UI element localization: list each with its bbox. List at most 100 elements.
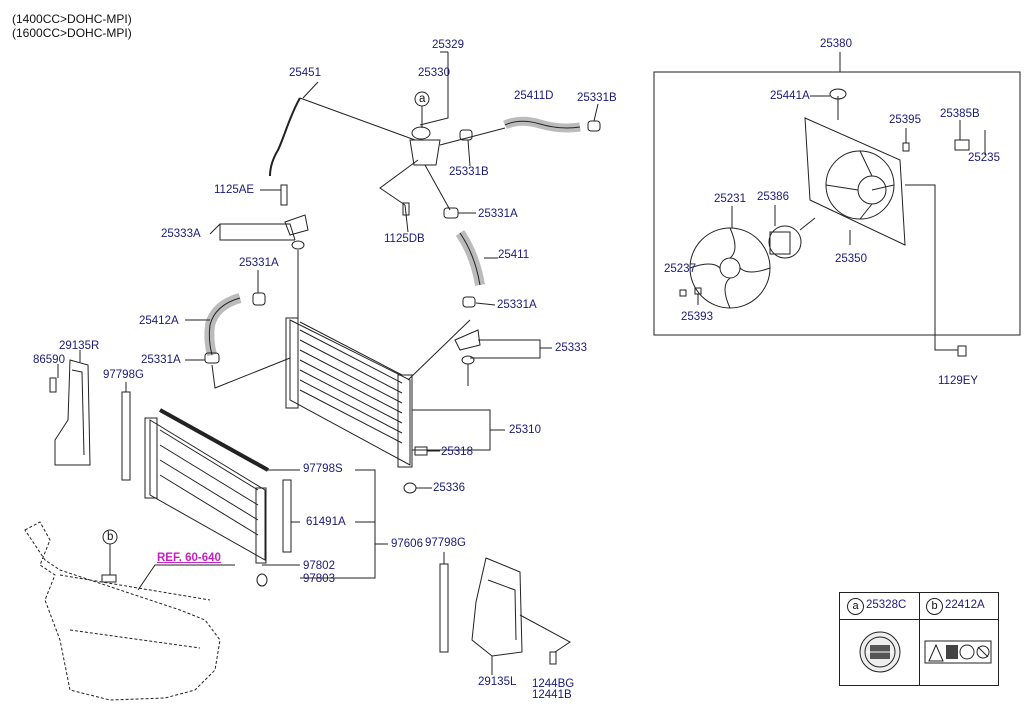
bolt-1125AE [280, 184, 288, 206]
part-label-25330[interactable]: 25330 [418, 67, 450, 79]
radiator [289, 319, 411, 466]
clamp-25333A-lower [291, 240, 305, 250]
part-label-25331A-4[interactable]: 25331A [141, 354, 181, 366]
part-label-25331A-3[interactable]: 25331A [497, 299, 537, 311]
air-guard-29135R [54, 359, 91, 466]
seal-97798G-left [121, 391, 131, 481]
bolt-86590 [49, 377, 57, 393]
condenser-left-tank [144, 417, 158, 499]
part-label-25331B-mid[interactable]: 25331B [449, 166, 489, 178]
seal-97798G-right [439, 563, 449, 653]
legend-a-circle: a [847, 598, 864, 615]
part-label-25350[interactable]: 25350 [835, 253, 867, 265]
part-label-25318[interactable]: 25318 [441, 446, 473, 458]
part-label-97798G-left[interactable]: 97798G [103, 369, 144, 381]
part-label-97802[interactable]: 97802 [303, 560, 335, 572]
clamp-25331A-4 [204, 352, 220, 364]
legend-a-code[interactable]: 25328C [866, 599, 907, 611]
part-label-25231[interactable]: 25231 [714, 193, 746, 205]
radiator-right-tank [397, 374, 413, 468]
clamp-25333-lower [461, 355, 475, 365]
label-plate [101, 574, 117, 583]
part-label-25237[interactable]: 25237 [664, 263, 696, 275]
part-label-29135L[interactable]: 29135L [478, 676, 517, 688]
cap-25441A [829, 88, 847, 100]
fan-blade [689, 227, 771, 309]
fan-assembly-box [653, 71, 1021, 336]
seal-61491A [282, 479, 292, 553]
part-label-25393[interactable]: 25393 [681, 311, 713, 323]
part-label-97803[interactable]: 97803 [303, 573, 335, 585]
air-guard-29135L [471, 557, 523, 657]
part-label-97798G-right[interactable]: 97798G [425, 537, 466, 549]
part-label-25333[interactable]: 25333 [555, 342, 587, 354]
condenser [149, 419, 266, 561]
part-label-1244BG[interactable]: 1244BG [532, 678, 575, 690]
condenser-right-tank [255, 487, 267, 564]
callout-b-letter: b [107, 531, 114, 543]
hose-25411 [455, 230, 485, 286]
legend-b-circle: b [926, 598, 943, 615]
hose-25412A [204, 293, 242, 357]
part-label-25329[interactable]: 25329 [432, 39, 464, 51]
part-label-25336[interactable]: 25336 [433, 482, 465, 494]
leader-25329 [419, 52, 449, 126]
part-label-1125AE[interactable]: 1125AE [214, 184, 255, 196]
drain-plug-25318 [414, 446, 428, 456]
part-label-25411[interactable]: 25411 [498, 249, 530, 261]
filler-cap-icon [859, 631, 901, 673]
clamp-25331A-1 [443, 207, 459, 219]
seal-97798S [159, 408, 269, 472]
reference-link-60-640[interactable]: REF. 60-640 [157, 552, 221, 564]
bracket-25333A [284, 214, 309, 236]
part-label-25310[interactable]: 25310 [509, 424, 541, 436]
filler-cap [411, 126, 431, 140]
fan-shroud-ring [825, 150, 895, 220]
engine-spec-line1: (1400CC>DOHC-MPI) [12, 12, 132, 26]
nut-25237 [679, 289, 687, 297]
front-carrier-outline [24, 521, 221, 701]
legend-cell-a[interactable]: a 25328C [840, 593, 920, 685]
bolt-1125DB [402, 202, 410, 216]
bracket-25333 [454, 329, 481, 351]
part-label-25331A-1[interactable]: 25331A [478, 208, 518, 220]
part-label-25451[interactable]: 25451 [289, 67, 321, 79]
part-label-25385B[interactable]: 25385B [940, 108, 980, 120]
clamp-25331A-2 [462, 296, 476, 308]
bolt-1129EY [957, 345, 967, 357]
part-label-1125DB[interactable]: 1125DB [384, 233, 425, 245]
part-label-29135R[interactable]: 29135R [59, 340, 100, 352]
part-label-25235[interactable]: 25235 [968, 152, 1000, 164]
part-label-86590[interactable]: 86590 [33, 354, 65, 366]
part-label-25386[interactable]: 25386 [757, 191, 789, 203]
part-label-1129EY[interactable]: 1129EY [938, 375, 979, 387]
part-label-25412A[interactable]: 25412A [139, 315, 179, 327]
part-label-97798S[interactable]: 97798S [303, 463, 343, 475]
part-label-25380[interactable]: 25380 [820, 38, 852, 50]
bushing-25336 [403, 482, 417, 494]
part-label-97606[interactable]: 97606 [391, 538, 423, 550]
clamp-25331B-top [587, 120, 601, 132]
part-label-12441B[interactable]: 12441B [532, 689, 572, 701]
part-label-25333A[interactable]: 25333A [161, 228, 201, 240]
part-label-25331A-2[interactable]: 25331A [239, 257, 279, 269]
part-label-25441A[interactable]: 25441A [770, 90, 810, 102]
legend-cell-b[interactable]: b 22412A [919, 593, 998, 685]
fan-motor-25386 [768, 225, 802, 259]
clamp-25331B-mid [459, 129, 473, 141]
bushing-97803 [256, 573, 268, 587]
resistor-25385B [954, 139, 970, 151]
part-label-25395[interactable]: 25395 [889, 114, 921, 126]
bolt-1244BG [549, 651, 557, 665]
engine-spec-line2: (1600CC>DOHC-MPI) [12, 26, 132, 40]
screw-25395 [902, 142, 910, 152]
callout-a-letter: a [419, 93, 426, 105]
part-label-61491A[interactable]: 61491A [306, 516, 346, 528]
legend-b-code[interactable]: 22412A [945, 599, 985, 611]
part-label-25331B-top[interactable]: 25331B [577, 92, 617, 104]
radiator-left-tank [285, 317, 299, 409]
part-label-25411D[interactable]: 25411D [514, 90, 554, 102]
clamp-25331A-3 [252, 292, 266, 306]
fan-shroud [804, 117, 906, 246]
